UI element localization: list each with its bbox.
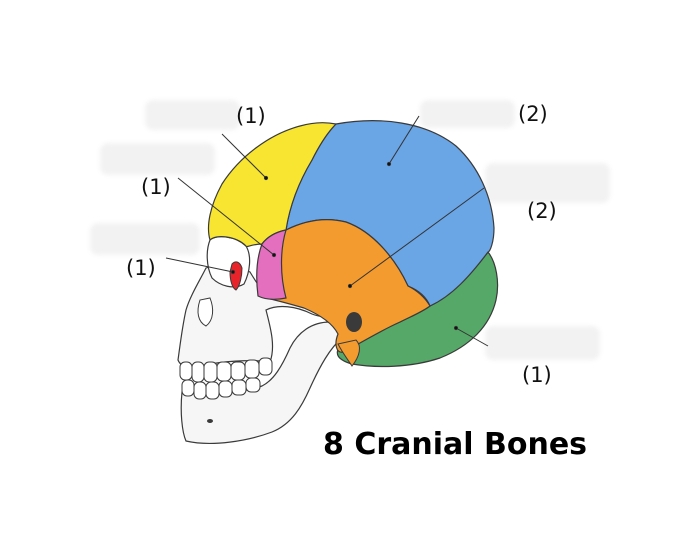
answer-box-parietal[interactable] — [420, 100, 515, 128]
answer-box-sphenoid[interactable] — [100, 143, 215, 175]
answer-box-temporal[interactable] — [485, 163, 610, 203]
ethmoid-bone — [229, 261, 243, 291]
mental-foramen — [207, 419, 213, 423]
leader-lines — [165, 115, 489, 347]
label-temporal-count: (2) — [527, 199, 557, 223]
label-parietal-count: (2) — [518, 102, 548, 126]
frontal-bone — [207, 122, 338, 248]
label-frontal-count: (1) — [236, 104, 266, 128]
diagram-title: 8 Cranial Bones — [323, 427, 588, 462]
ear-canal — [346, 312, 362, 332]
mastoid-process — [337, 339, 360, 367]
answer-box-ethmoid[interactable] — [90, 223, 200, 255]
label-sphenoid-count: (1) — [141, 175, 171, 199]
label-occipital-count: (1) — [522, 363, 552, 387]
lower-teeth — [181, 377, 261, 400]
upper-teeth — [179, 357, 273, 383]
answer-box-occipital[interactable] — [485, 326, 600, 360]
label-ethmoid-count: (1) — [126, 256, 156, 280]
nasal-opening — [197, 297, 214, 327]
answer-box-frontal[interactable] — [145, 100, 240, 130]
